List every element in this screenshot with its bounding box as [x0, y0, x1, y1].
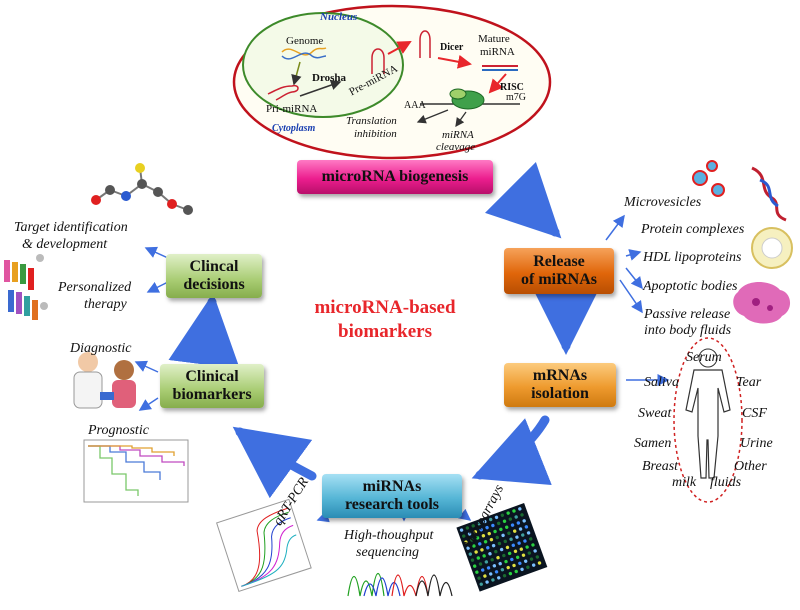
- qrtpcr-plot-icon: [216, 498, 312, 592]
- decision-target-2: & development: [22, 237, 108, 252]
- hdl-lipoprotein-icon: [751, 227, 793, 269]
- arrow-biomarkers-to-decisions: [168, 293, 240, 369]
- release-item-passive-2: into body fluids: [644, 323, 732, 338]
- research-hts-2: sequencing: [356, 545, 419, 560]
- fluid-milk: milk: [672, 475, 697, 490]
- research-hts-1: High-thoughput: [344, 528, 434, 543]
- release-of-mirnas-box: Release of miRNAs: [504, 248, 614, 294]
- people-group-icon: [4, 254, 48, 320]
- biomarkers-label-2: biomarkers: [172, 386, 252, 403]
- translation-label-2: inhibition: [354, 128, 397, 140]
- release-item-apoptotic: Apoptotic bodies: [643, 279, 738, 294]
- aaa-label: AAA: [404, 100, 426, 111]
- cleavage-label-1: miRNA: [442, 129, 474, 141]
- translation-arrow: [416, 109, 449, 124]
- fluid-fluids: fluids: [710, 475, 742, 490]
- cleavage-label-2: cleavage: [436, 141, 475, 153]
- release-item-passive-1: Passive release: [644, 307, 731, 322]
- fluid-saliva: Saliva: [644, 375, 679, 390]
- sequencing-trace-icon: [347, 573, 453, 597]
- cleavage-arrow: [455, 111, 467, 128]
- drosha-label: Drosha: [312, 72, 347, 84]
- risc-label: RISC: [500, 82, 524, 93]
- export-arrow: [387, 41, 412, 55]
- nucleus-outline: [242, 12, 404, 118]
- release-item-hdl: HDL lipoproteins: [643, 250, 742, 265]
- mature-label-1: Mature: [478, 33, 510, 45]
- dicer-label: Dicer: [440, 42, 464, 53]
- center-title-line-2: biomarkers: [338, 321, 432, 342]
- fluid-serum: Serum: [686, 350, 722, 365]
- mature-label-2: miRNA: [480, 46, 515, 58]
- decision-personalized-2: therapy: [84, 297, 127, 312]
- decisions-label-2: decisions: [183, 276, 245, 293]
- research-label-2: research tools: [344, 496, 440, 513]
- biogenesis-label: microRNA biogenesis: [321, 168, 469, 185]
- isolation-label-1: mRNAs: [532, 367, 588, 384]
- doctor-patient-icon: [73, 352, 136, 409]
- protein-complex-icon: [751, 166, 787, 222]
- center-title-line-1: microRNA-based: [314, 297, 456, 318]
- fluid-semen: Samen: [634, 436, 672, 451]
- microrna-biogenesis-box: microRNA biogenesis: [297, 160, 493, 194]
- m7g-label: m7G: [506, 92, 526, 103]
- center-title: microRNA-based biomarkers: [280, 296, 490, 344]
- decisions-label-1: Clincal: [189, 258, 239, 275]
- dicer-arrow: [437, 54, 472, 69]
- survival-curve-icon: [83, 439, 189, 503]
- arrow-isolation-to-tools: [471, 415, 552, 486]
- mature-mirna-duplex: [482, 65, 518, 71]
- molecule-icon: [91, 163, 193, 215]
- fluid-csf: CSF: [742, 406, 767, 421]
- release-item-protein-complexes: Protein complexes: [641, 222, 745, 237]
- nucleus-label: Nucleus: [319, 11, 357, 23]
- genome-to-pri-arrow: [291, 61, 302, 86]
- ago-protein: [449, 88, 467, 100]
- pri-mirna-hairpin: [267, 84, 299, 101]
- pri-mirna-label: Pri-miRNA: [266, 103, 317, 115]
- biomarker-diagnostic: Diagnostic: [70, 341, 132, 356]
- fluid-tear: Tear: [736, 375, 762, 390]
- genome-dna-icon: [281, 47, 327, 60]
- arrow-biogenesis-to-release: [484, 161, 562, 239]
- biomarkers-label-1: Clinical: [185, 368, 239, 385]
- decision-target-1: Target identification: [14, 220, 128, 235]
- fluid-urine: Urine: [740, 436, 773, 451]
- pre-mirna-cytoplasm: [419, 30, 431, 58]
- release-item-microvesicles: Microvesicles: [624, 195, 702, 210]
- biomarker-prognostic: Prognostic: [88, 423, 149, 438]
- pre-mirna-hairpin: [371, 48, 385, 74]
- fluid-sweat: Sweat: [638, 406, 672, 421]
- human-body-icon: [673, 337, 743, 503]
- biogenesis-panel: Nucleus Cytoplasm Genome Drosha Pre-miRN…: [232, 4, 552, 160]
- research-label-1: miRNAs: [362, 478, 422, 495]
- release-label-1: Release: [533, 253, 585, 270]
- isolation-label-2: isolation: [531, 385, 589, 402]
- genome-label: Genome: [286, 35, 323, 47]
- apoptotic-bodies-icon: [733, 282, 791, 324]
- release-label-2: of miRNAs: [521, 271, 597, 288]
- cytoplasm-label: Cytoplasm: [272, 123, 316, 134]
- microarray-icon: [456, 503, 548, 592]
- fluid-breast: Breast: [642, 459, 679, 474]
- vesicle-icons: [692, 160, 725, 197]
- clinical-biomarkers-box: Clinical biomarkers: [160, 364, 264, 408]
- risc-arrow: [488, 73, 507, 94]
- mrnas-isolation-box: mRNAs isolation: [504, 363, 616, 407]
- translation-label-1: Translation: [346, 115, 397, 127]
- arrow-tools-to-biomarkers: [232, 426, 317, 499]
- research-tools-box: miRNAs research tools: [322, 474, 462, 518]
- decision-personalized-1: Personalized: [58, 280, 132, 295]
- drosha-arrow: [299, 80, 342, 97]
- cycle-arrows: [168, 161, 602, 499]
- clinical-decisions-box: Clincal decisions: [166, 254, 262, 298]
- fluid-other: Other: [734, 459, 767, 474]
